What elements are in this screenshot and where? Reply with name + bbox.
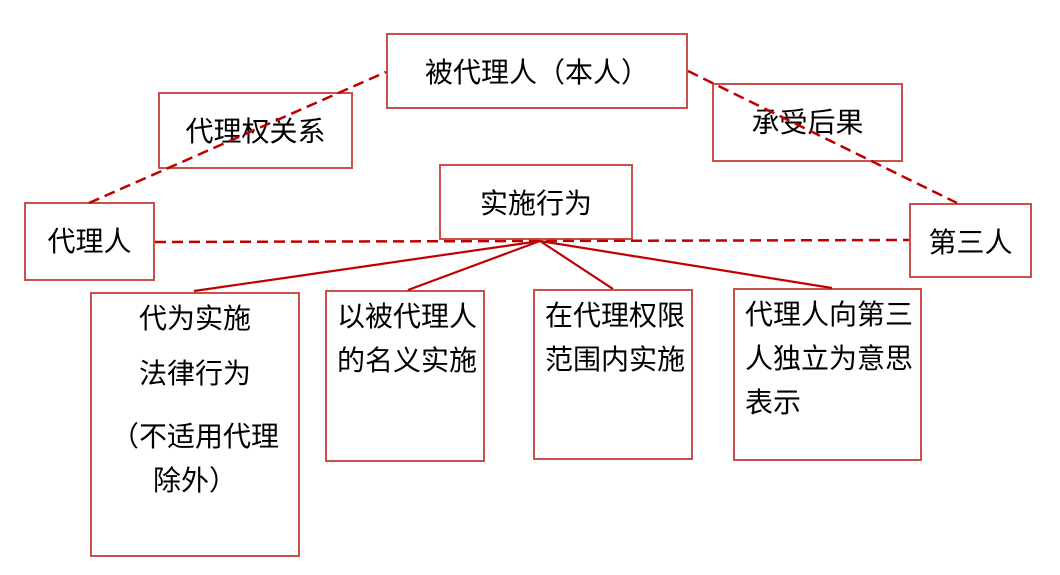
node-req2: 以被代理人 的名义实施 <box>325 290 485 462</box>
node-req4-line: 人独立为意思 <box>745 344 914 375</box>
edge-implement-act-req3 <box>539 240 614 290</box>
node-req1-line: （不适用代理 <box>110 422 279 453</box>
node-req2-line: 以被代理人 <box>337 302 478 333</box>
node-req4: 代理人向第三 人独立为意思 表示 <box>733 288 922 461</box>
node-principal: 被代理人（本人） <box>386 33 688 109</box>
node-agent-label: 代理人 <box>47 227 132 258</box>
node-third-party: 第三人 <box>909 203 1032 278</box>
node-req1-line: 除外） <box>152 466 237 497</box>
node-req4-line: 代理人向第三 <box>745 300 914 331</box>
node-principal-label: 被代理人（本人） <box>424 58 649 89</box>
node-req1-line: 代为实施 <box>138 304 251 335</box>
edge-implement-act-req1 <box>193 239 541 293</box>
edge-agent-third-party-dashed <box>154 238 910 244</box>
node-agency-relation-label: 代理权关系 <box>185 117 326 148</box>
node-bear-consequences-label: 承受后果 <box>751 108 864 139</box>
node-req1-line: 法律行为 <box>138 359 251 390</box>
node-agent: 代理人 <box>24 202 155 281</box>
edge-implement-act-req4 <box>539 239 833 290</box>
node-req4-line: 表示 <box>745 388 802 419</box>
node-req3-line: 在代理权限 <box>545 301 686 332</box>
node-req2-line: 的名义实施 <box>337 346 478 377</box>
node-req1: 代为实施 法律行为 （不适用代理 除外） <box>90 292 300 557</box>
node-implement-act: 实施行为 <box>439 164 633 240</box>
node-implement-act-label: 实施行为 <box>479 189 592 220</box>
node-third-party-label: 第三人 <box>928 228 1013 259</box>
node-req3: 在代理权限 范围内实施 <box>533 289 693 460</box>
edge-implement-act-req2 <box>407 239 541 292</box>
node-agency-relation: 代理权关系 <box>158 92 353 169</box>
node-bear-consequences: 承受后果 <box>712 83 903 162</box>
node-req3-line: 范围内实施 <box>545 345 686 376</box>
